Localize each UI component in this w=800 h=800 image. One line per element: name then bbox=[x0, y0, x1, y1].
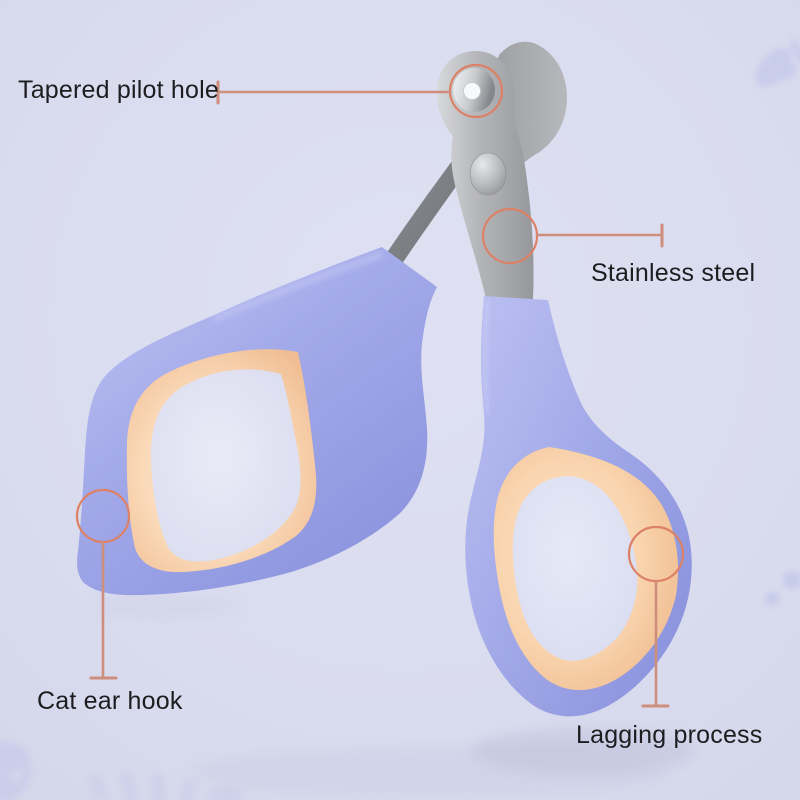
right-blade-edge bbox=[386, 161, 465, 268]
annotation-layer bbox=[75, 63, 685, 708]
pivot-rivet bbox=[469, 152, 507, 196]
butterfly-decoration-bottom-left bbox=[0, 741, 33, 800]
left-handle-highlight bbox=[213, 252, 383, 321]
annotation-label-lagging-process: Lagging process bbox=[576, 721, 763, 749]
right-finger-hole bbox=[512, 476, 638, 661]
left-finger-hole bbox=[150, 369, 301, 562]
butterfly-decoration-top-right bbox=[755, 39, 800, 88]
right-handle-highlight bbox=[482, 299, 491, 415]
annotation-label-stainless-steel: Stainless steel bbox=[591, 259, 756, 287]
ground-shadow-left bbox=[90, 596, 240, 618]
pilot-hole bbox=[463, 82, 481, 100]
petal-decoration-bottom bbox=[89, 772, 243, 800]
annotation-label-cat-ear-hook: Cat ear hook bbox=[37, 687, 183, 715]
ground-shadow-wide bbox=[190, 747, 670, 797]
dot-decorations bbox=[765, 571, 800, 606]
annotation-label-tapered-pilot-hole: Tapered pilot hole bbox=[18, 76, 219, 104]
